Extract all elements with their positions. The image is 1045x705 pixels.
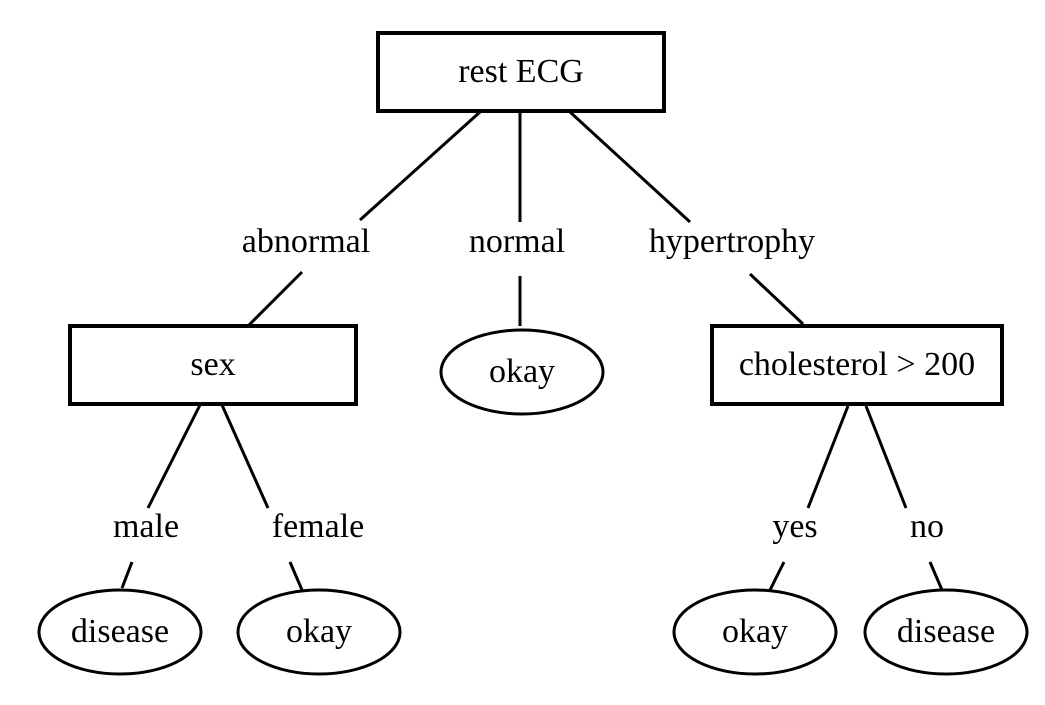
sex-node-box bbox=[68, 324, 358, 406]
edge-sex-male bbox=[146, 404, 202, 509]
leaf-normal-okay-ellipse bbox=[439, 328, 605, 416]
sex-node-label: sex bbox=[190, 346, 236, 383]
root-node-label: rest ECG bbox=[458, 53, 584, 90]
edge-no-disease bbox=[928, 561, 944, 591]
edge-hypertrophy-cholesterol bbox=[748, 272, 805, 326]
leaf-normal-okay-label: okay bbox=[488, 353, 556, 390]
leaf-female-okay-ellipse bbox=[236, 588, 402, 676]
edge-yes-okay bbox=[768, 561, 786, 591]
branch-label-normal: normal bbox=[468, 223, 566, 260]
leaf-yes-okay-ellipse bbox=[672, 588, 838, 676]
root-node-box bbox=[376, 31, 666, 113]
leaf-no-disease-ellipse bbox=[863, 588, 1029, 676]
leaf-female-okay-label: okay bbox=[285, 613, 353, 650]
branch-label-no: no bbox=[910, 508, 944, 545]
branch-label-male: male bbox=[112, 508, 180, 545]
branch-label-abnormal: abnormal bbox=[241, 223, 371, 260]
edge-cholesterol-yes bbox=[806, 405, 850, 509]
cholesterol-node-box bbox=[710, 324, 1004, 406]
leaf-yes-okay-label: okay bbox=[721, 613, 789, 650]
edge-sex-female bbox=[220, 404, 270, 509]
edge-abnormal-sex bbox=[246, 270, 304, 328]
edge-cholesterol-no bbox=[864, 405, 908, 509]
edge-root-abnormal bbox=[358, 110, 482, 222]
leaf-no-disease-label: disease bbox=[896, 613, 996, 650]
branch-label-hypertrophy: hypertrophy bbox=[648, 223, 816, 260]
leaf-male-disease-ellipse bbox=[37, 588, 203, 676]
cholesterol-node-label: cholesterol > 200 bbox=[738, 346, 976, 383]
branch-label-female: female bbox=[271, 508, 365, 545]
branch-label-yes: yes bbox=[772, 508, 818, 545]
edge-male-disease bbox=[120, 561, 134, 589]
edge-female-okay bbox=[288, 561, 304, 591]
edge-root-hypertrophy bbox=[568, 110, 692, 224]
leaf-male-disease-label: disease bbox=[70, 613, 170, 650]
